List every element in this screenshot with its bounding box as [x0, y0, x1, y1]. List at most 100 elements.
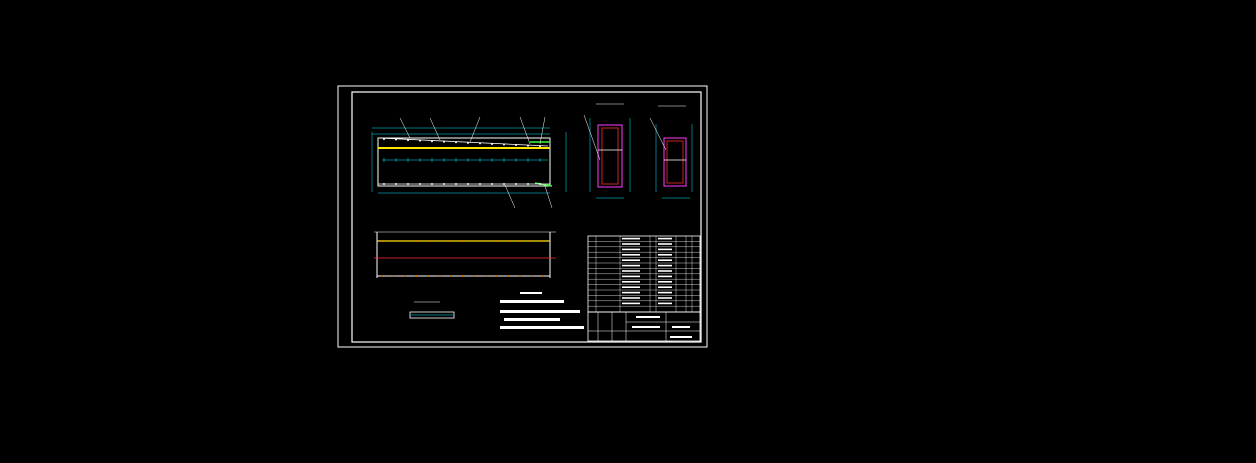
plan-dot-bottom: [496, 275, 498, 277]
title-block-border: [587, 311, 701, 342]
plan-dot-top: [461, 240, 464, 242]
small-detail-view: [409, 301, 455, 319]
notes-heading: [520, 292, 542, 294]
stirrup-dot-bottom: [395, 183, 397, 185]
notes-block: [500, 292, 584, 329]
schedule-cell-text: [622, 281, 640, 283]
section-1-outline: [597, 124, 623, 188]
stirrup-dot-top: [539, 145, 541, 148]
section-view-1: [583, 103, 631, 199]
rebar-schedule-table: [587, 235, 701, 313]
plan-dot-top: [450, 240, 452, 242]
plan-dot-top: [392, 240, 395, 242]
schedule-cell-text: [658, 243, 672, 245]
note-line-3: [504, 318, 560, 321]
stirrup-dot-top: [407, 139, 409, 142]
plan-dot-bottom: [450, 275, 452, 277]
plan-dot-top: [519, 240, 521, 242]
beam-outline: [377, 137, 551, 187]
plan-dot-bottom: [381, 275, 383, 277]
schedule-cell-text: [622, 291, 640, 294]
stirrup-dot-top: [395, 138, 397, 141]
plan-dot-bottom: [438, 275, 441, 277]
stirrup-dot-bottom: [515, 183, 517, 185]
schedule-cell-text: [658, 259, 672, 261]
plan-dot-top: [507, 240, 510, 242]
section-2-stirrup: [666, 140, 684, 184]
plan-dot-top: [473, 240, 475, 242]
stirrup-dot-bottom: [419, 183, 421, 185]
stirrup-dot-top: [431, 140, 433, 143]
plan-dot-bottom: [530, 275, 533, 277]
title-block-drawing-no: [672, 326, 690, 328]
sheet-outer-border: [337, 85, 708, 348]
schedule-cell-text: [622, 286, 640, 288]
stirrup-dot-top: [479, 142, 481, 145]
plan-dot-bottom: [473, 275, 475, 277]
schedule-cell-text: [658, 270, 672, 272]
stirrup-dot-top: [419, 139, 421, 142]
stirrup-dot-bottom: [527, 183, 529, 185]
schedule-cell-text: [658, 237, 672, 240]
title-block-scale: [670, 336, 692, 338]
schedule-cell-text: [622, 237, 640, 240]
schedule-cell-text: [622, 302, 640, 305]
plan-dot-bottom: [392, 275, 395, 277]
stirrup-dot-top: [443, 140, 445, 143]
schedule-cell-text: [622, 243, 640, 245]
section-1-stirrup: [601, 127, 619, 185]
stirrup-dot-bottom: [503, 183, 505, 185]
stirrup-dot-bottom: [443, 183, 445, 185]
section-2-outline: [663, 137, 687, 187]
title-block-drawing-title: [632, 326, 660, 328]
plan-dot-bottom: [519, 275, 521, 277]
stirrup-dot-top: [503, 143, 505, 146]
plan-dot-bottom: [415, 275, 418, 277]
section-2-leader: [649, 117, 667, 151]
leader-line-7: [544, 185, 553, 209]
section-view-2: [649, 105, 693, 199]
stirrup-dot-bottom: [479, 183, 481, 185]
plan-dot-top: [484, 240, 487, 242]
section-1-leader: [583, 114, 601, 161]
leader-line-1: [399, 117, 411, 139]
stirrup-dot-top: [515, 144, 517, 147]
plan-dot-top: [542, 240, 544, 242]
plan-dot-top: [427, 240, 429, 242]
plan-dot-bottom: [461, 275, 464, 277]
rebar-plan-view: [374, 231, 556, 278]
plan-dot-bottom: [404, 275, 406, 277]
leader-line-3: [469, 116, 481, 143]
schedule-cell-text: [658, 281, 672, 283]
schedule-cell-text: [658, 275, 672, 278]
stirrup-dot-bottom: [467, 183, 469, 185]
plan-dot-bottom: [507, 275, 510, 277]
schedule-cell-text: [658, 291, 672, 294]
stirrup-dot-bottom: [491, 183, 493, 185]
schedule-cell-text: [658, 248, 672, 251]
schedule-cell-text: [622, 297, 640, 299]
stirrup-dot-top: [467, 141, 469, 144]
sheet-inner-frame: [351, 91, 702, 343]
schedule-cell-text: [658, 302, 672, 305]
title-block-name-text: [636, 316, 660, 318]
plan-dot-top: [404, 240, 406, 242]
plan-dot-top: [415, 240, 418, 242]
stirrup-dot-top: [527, 144, 529, 147]
stirrup-dot-bottom: [455, 183, 457, 185]
schedule-cell-text: [658, 264, 672, 267]
green-anchor-line-bottom: [534, 182, 553, 187]
leader-line-4: [519, 116, 531, 145]
stirrup-dot-bottom: [539, 183, 541, 185]
schedule-cell-text: [622, 254, 640, 256]
schedule-cell-text: [622, 264, 640, 267]
schedule-cell-text: [658, 297, 672, 299]
stirrup-dot-top: [455, 141, 457, 144]
note-line-4: [500, 326, 584, 329]
schedule-cell-text: [622, 259, 640, 261]
leader-line-6: [504, 184, 516, 209]
elevation-view: [371, 116, 567, 209]
stirrup-dots: [383, 138, 541, 185]
